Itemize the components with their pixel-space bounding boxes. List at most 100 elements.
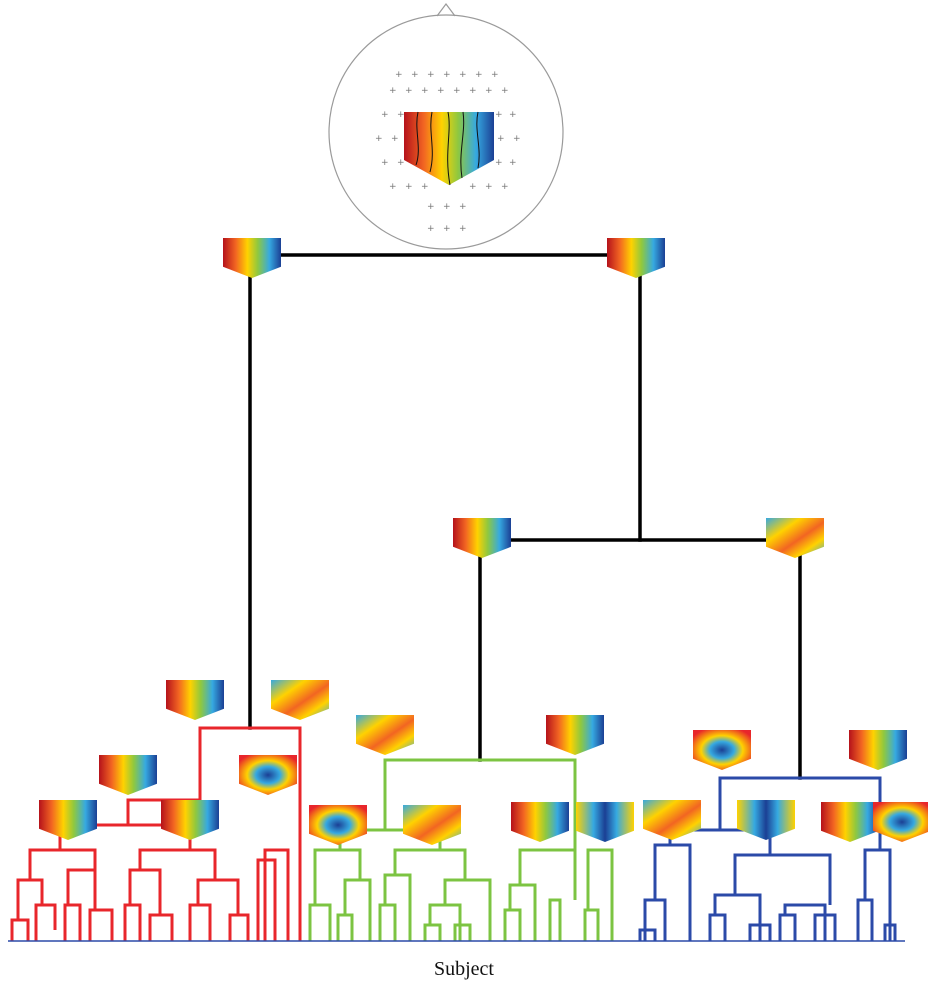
- branch-segment: [148, 913, 174, 941]
- topomap-thumbnail: [821, 802, 879, 842]
- branch-segment: [393, 848, 467, 880]
- branch-segment: [138, 848, 217, 880]
- branch-segment: [313, 848, 362, 905]
- branch-segment: [856, 898, 874, 941]
- branch-segment: [378, 903, 397, 941]
- nose-icon: [436, 3, 456, 17]
- topomap-thumbnail: [39, 800, 97, 840]
- branch-segment: [256, 858, 277, 941]
- branch-segment: [383, 873, 412, 941]
- branch-segment: [453, 923, 472, 941]
- branch-segment: [336, 913, 354, 941]
- branch-segment: [548, 898, 562, 941]
- topomap-thumbnail: [166, 680, 224, 720]
- electrode-marker: +: [453, 86, 461, 96]
- topomap-thumbnail: [309, 805, 367, 845]
- electrode-marker: +: [495, 158, 503, 168]
- topomap-thumbnail: [356, 715, 414, 755]
- electrode-marker: +: [497, 134, 505, 144]
- topomap-thumbnail: [873, 802, 928, 842]
- electrode-marker: +: [495, 110, 503, 120]
- topomap-thumbnail: [511, 802, 569, 842]
- electrode-marker: +: [485, 182, 493, 192]
- branch-segment: [443, 878, 492, 941]
- electrode-markers: +++++++++++++++++++++++++++++++++++++++: [375, 70, 521, 234]
- branch-segment: [308, 903, 332, 941]
- branch-segment: [228, 913, 250, 941]
- topomap-thumbnail: [546, 715, 604, 755]
- electrode-marker: +: [469, 86, 477, 96]
- electrode-marker: +: [509, 110, 517, 120]
- topomap-thumbnail: [271, 680, 329, 720]
- branch-segment: [263, 848, 290, 941]
- topomap-thumbnail: [643, 800, 701, 840]
- electrode-marker: +: [395, 70, 403, 80]
- electrode-marker: +: [421, 86, 429, 96]
- electrode-marker: +: [501, 182, 509, 192]
- branch-segment: [508, 883, 537, 941]
- branch-segment: [66, 868, 97, 910]
- head-topography: +++++++++++++++++++++++++++++++++++++++: [328, 3, 564, 250]
- branch-segment: [88, 908, 114, 941]
- electrode-marker: +: [509, 158, 517, 168]
- electrode-marker: +: [459, 224, 467, 234]
- branch-segment: [188, 903, 212, 941]
- electrode-marker: +: [411, 70, 419, 80]
- electrode-marker: +: [475, 70, 483, 80]
- branch-segment: [518, 848, 577, 900]
- electrode-marker: +: [389, 182, 397, 192]
- branch-segment: [748, 923, 772, 941]
- cluster-1-dendrogram: [10, 726, 302, 941]
- branch-segment: [708, 913, 727, 941]
- electrode-marker: +: [443, 202, 451, 212]
- branch-segment: [883, 923, 897, 941]
- electrode-marker: +: [397, 110, 405, 120]
- branch-segment: [638, 928, 657, 941]
- branch-segment: [343, 878, 372, 941]
- branch-segment: [503, 908, 522, 941]
- branch-segment: [643, 898, 667, 941]
- electrode-marker: +: [459, 202, 467, 212]
- electrode-marker: +: [391, 134, 399, 144]
- topomap-thumbnail: [223, 238, 281, 278]
- electrode-marker: +: [427, 70, 435, 80]
- electrode-marker: +: [443, 224, 451, 234]
- electrode-marker: +: [485, 86, 493, 96]
- branch-segment: [783, 903, 827, 941]
- electrode-marker: +: [421, 182, 429, 192]
- cluster-map-thumbnails: [39, 238, 928, 845]
- electrode-marker: +: [459, 70, 467, 80]
- upper-dendrogram: [248, 253, 802, 780]
- electrode-marker: +: [491, 70, 499, 80]
- electrode-marker: +: [405, 182, 413, 192]
- branch-segment: [10, 918, 30, 941]
- topomap-thumbnail: [737, 800, 795, 840]
- branch-segment: [423, 923, 442, 941]
- electrode-marker: +: [389, 86, 397, 96]
- topomap-thumbnail: [607, 238, 665, 278]
- electrode-marker: +: [427, 202, 435, 212]
- branch-segment: [63, 903, 82, 941]
- branch-segment: [16, 878, 44, 920]
- electrode-marker: +: [437, 86, 445, 96]
- branch-segment: [653, 843, 692, 941]
- branch-segment: [713, 893, 762, 941]
- electrode-marker: +: [501, 86, 509, 96]
- branch-segment: [813, 913, 837, 941]
- topomap-thumbnail: [693, 730, 751, 770]
- topomap-patch: [404, 112, 494, 185]
- branch-segment: [123, 903, 142, 941]
- branch-segment: [778, 913, 797, 941]
- topomap-thumbnail: [161, 800, 219, 840]
- topomap-thumbnail: [99, 755, 157, 795]
- branch-segment: [586, 848, 614, 941]
- branch-segment: [128, 868, 162, 915]
- branch-segment: [383, 758, 577, 830]
- electrode-marker: +: [397, 158, 405, 168]
- electrode-marker: +: [513, 134, 521, 144]
- branch-segment: [34, 903, 57, 941]
- cluster-2-dendrogram: [308, 758, 614, 941]
- electrode-marker: +: [427, 224, 435, 234]
- electrode-marker: +: [381, 158, 389, 168]
